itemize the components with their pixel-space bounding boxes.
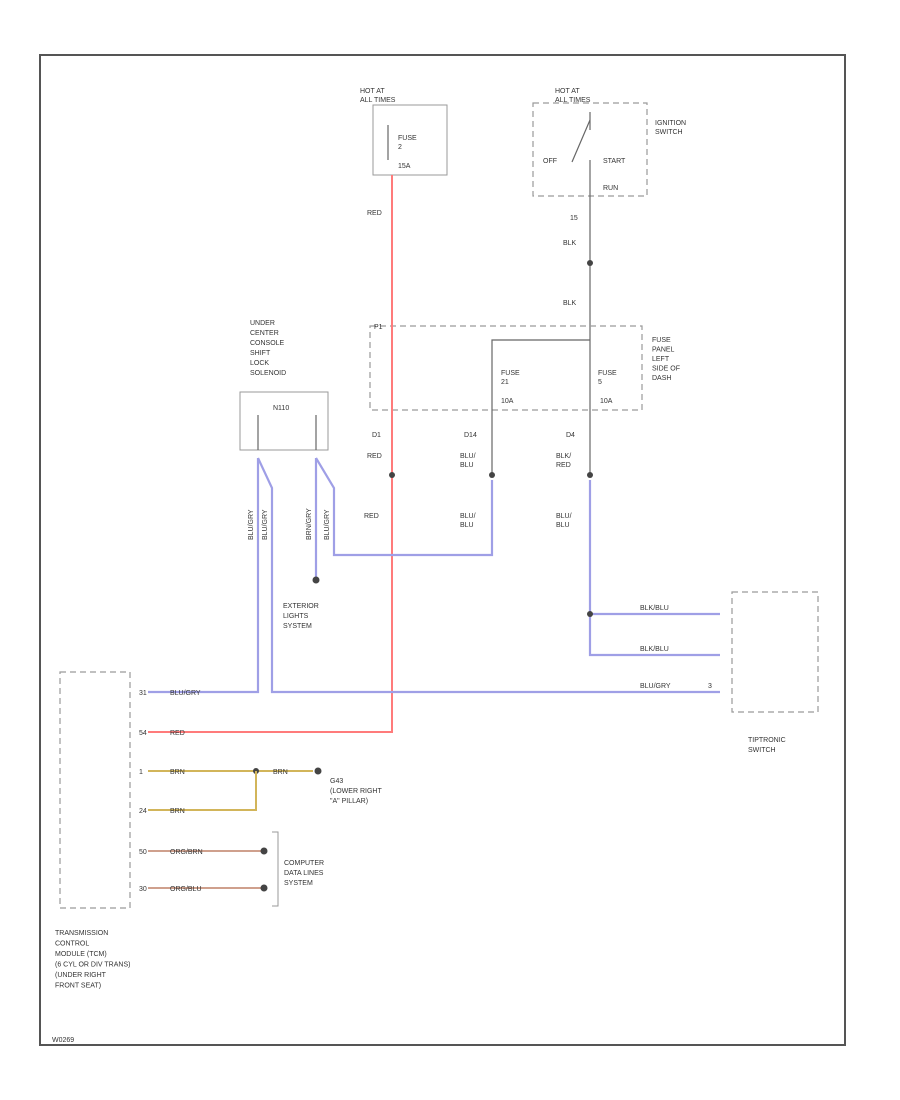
wire-blubl-3: BLU/BLU	[556, 513, 572, 529]
tcm-pin-6: 30	[139, 886, 147, 893]
wire-blk-1: BLK	[563, 240, 577, 247]
shift-lock-id: N110	[273, 405, 289, 412]
fuse-2-amp: 15A	[398, 163, 411, 170]
tip-wire-3: BLU/GRY	[640, 683, 671, 690]
tcm-pin-4: 24	[139, 808, 147, 815]
wire-blubl-1: BLU/BLU	[460, 453, 476, 469]
wire-v2: BLU/GRY	[262, 509, 269, 540]
tcm-wire-5: ORG/BRN	[170, 849, 203, 856]
pin-d1-label: D1	[372, 432, 381, 439]
wire-blkred: BLK/RED	[556, 453, 571, 469]
fuse-2-box	[372, 104, 448, 176]
tcm-wire-6: ORG/BLU	[170, 886, 202, 893]
tip-wire-2: BLK/BLU	[640, 646, 669, 653]
tip-wire-1: BLK/BLU	[640, 605, 669, 612]
ground-wire: BRN	[273, 769, 288, 776]
wire-red-3: RED	[364, 513, 379, 520]
tcm-wire-2: RED	[170, 730, 185, 737]
pin-15-label: 15	[570, 215, 578, 222]
wire-v3: BRN/GRY	[306, 508, 313, 540]
wire-red-1: RED	[367, 210, 382, 217]
wire-blk-2: BLK	[563, 300, 577, 307]
tcm-pin-1: 31	[139, 690, 147, 697]
fuse-panel-box	[369, 325, 643, 411]
tip-pin-3: 3	[708, 683, 712, 690]
figure-code: W0269	[52, 1037, 74, 1044]
shift-lock-box	[239, 391, 329, 451]
wire-v4: BLU/GRY	[324, 509, 331, 540]
fuse-21-amp: 10A	[501, 398, 514, 405]
diagram-frame	[39, 54, 846, 1046]
tcm-pin-3: 1	[139, 769, 143, 776]
wire-blubl-2: BLU/BLU	[460, 513, 476, 529]
pin-p1-label: P1	[374, 324, 383, 331]
tcm-pin-5: 50	[139, 849, 147, 856]
pin-d4-label: D4	[566, 432, 575, 439]
tcm-wire-4: BRN	[170, 808, 185, 815]
wire-red-2: RED	[367, 453, 382, 460]
ign-run-label: RUN	[603, 185, 618, 192]
wire-v1: BLU/GRY	[248, 509, 255, 540]
tiptronic-switch-box	[731, 591, 819, 713]
tcm-wire-1: BLU/GRY	[170, 690, 201, 697]
tcm-pin-2: 54	[139, 730, 147, 737]
tcm-wire-3: BRN	[170, 769, 185, 776]
pin-d14-label: D14	[464, 432, 477, 439]
ground-label: G43(LOWER RIGHT"A" PILLAR)	[330, 778, 382, 805]
ign-off-label: OFF	[543, 158, 557, 165]
tcm-box	[59, 671, 131, 909]
ign-start-label: START	[603, 158, 626, 165]
fuse-5-amp: 10A	[600, 398, 613, 405]
